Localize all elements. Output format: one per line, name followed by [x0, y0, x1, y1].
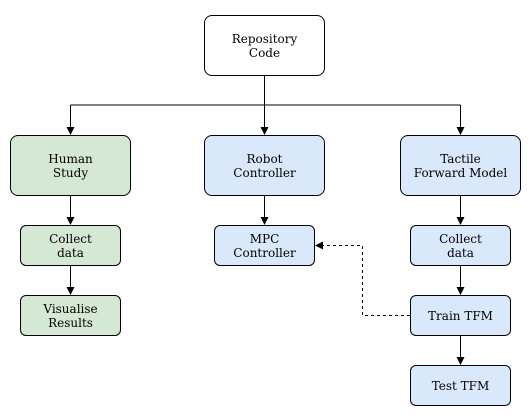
- human-study-node: Human Study: [10, 135, 131, 196]
- collect-data-human-node: Collect data: [20, 225, 121, 266]
- tactile-forward-model-node: Tactile Forward Model: [400, 135, 521, 196]
- visualise-results-node: Visualise Results: [20, 295, 121, 336]
- train-tfm-node: Train TFM: [410, 295, 511, 336]
- edge-train-mpc-dashed: [315, 241, 410, 316]
- collect-data-tactile-node: Collect data: [410, 225, 511, 266]
- test-tfm-node: Test TFM: [410, 365, 511, 406]
- repository-code-node: Repository Code: [204, 15, 325, 76]
- mpc-controller-node: MPC Controller: [214, 225, 315, 266]
- robot-controller-node: Robot Controller: [204, 135, 325, 196]
